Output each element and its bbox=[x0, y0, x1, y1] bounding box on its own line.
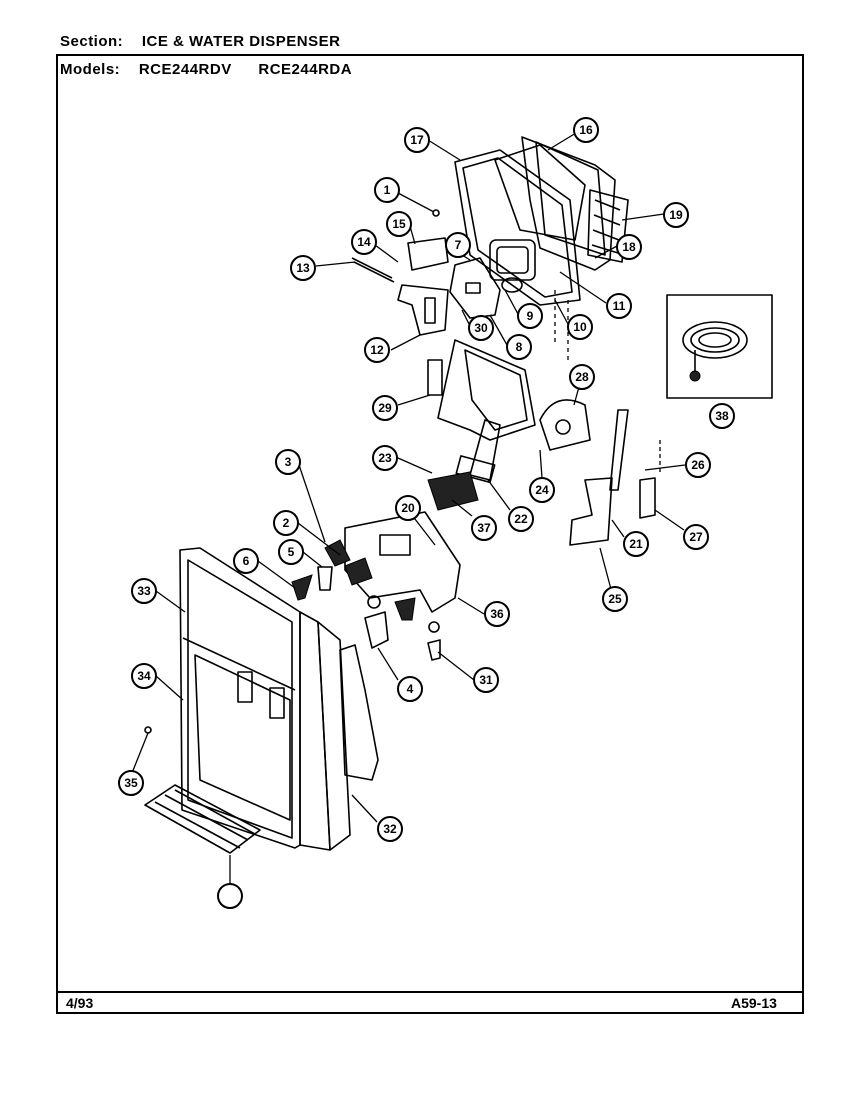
callout-35: 35 bbox=[118, 770, 144, 796]
callout-19: 19 bbox=[663, 202, 689, 228]
svg-text:23: 23 bbox=[378, 451, 392, 465]
svg-text:16: 16 bbox=[579, 123, 593, 137]
footer-date: 4/93 bbox=[66, 995, 94, 1011]
svg-text:18: 18 bbox=[622, 240, 636, 254]
callout-4: 4 bbox=[397, 676, 423, 702]
svg-text:31: 31 bbox=[479, 673, 493, 687]
svg-text:30: 30 bbox=[474, 321, 488, 335]
callout-36 bbox=[217, 883, 243, 909]
section-title: ICE & WATER DISPENSER bbox=[141, 33, 341, 50]
callout-21: 21 bbox=[623, 531, 649, 557]
callout-18: 18 bbox=[616, 234, 642, 260]
callout-8: 8 bbox=[506, 334, 532, 360]
callout-17: 17 bbox=[404, 127, 430, 153]
svg-text:21: 21 bbox=[629, 537, 643, 551]
svg-text:6: 6 bbox=[243, 554, 250, 568]
callout-28: 28 bbox=[569, 364, 595, 390]
svg-text:12: 12 bbox=[370, 343, 384, 357]
callout-14: 14 bbox=[351, 229, 377, 255]
svg-text:1: 1 bbox=[384, 183, 391, 197]
ice-housing-assembly bbox=[351, 136, 629, 360]
model-number-1: RCE244RDV bbox=[138, 61, 232, 78]
callout-34: 34 bbox=[131, 663, 157, 689]
svg-text:28: 28 bbox=[575, 370, 589, 384]
footer-divider bbox=[56, 991, 804, 993]
callout-27: 27 bbox=[683, 524, 709, 550]
svg-text:35: 35 bbox=[124, 776, 138, 790]
callout-30: 30 bbox=[468, 315, 494, 341]
svg-text:33: 33 bbox=[137, 584, 151, 598]
callout-33: 33 bbox=[131, 578, 157, 604]
svg-text:17: 17 bbox=[410, 133, 424, 147]
svg-text:3: 3 bbox=[285, 455, 292, 469]
svg-text:11: 11 bbox=[613, 299, 626, 313]
model-number-2: RCE244RDA bbox=[258, 61, 353, 78]
callout-20: 20 bbox=[395, 495, 421, 521]
callout-29: 29 bbox=[372, 395, 398, 421]
callouts: 17 16 1 19 15 14 7 13 18 11 9 10 30 8 12… bbox=[118, 117, 735, 909]
callout-6: 6 bbox=[233, 548, 259, 574]
svg-text:20: 20 bbox=[401, 501, 415, 515]
svg-text:36: 36 bbox=[490, 607, 504, 621]
callout-2: 2 bbox=[273, 510, 299, 536]
svg-text:13: 13 bbox=[296, 261, 310, 275]
models-label: Models: bbox=[60, 61, 121, 78]
callout-37: 37 bbox=[471, 515, 497, 541]
svg-text:15: 15 bbox=[392, 217, 406, 231]
callout-31: 31 bbox=[473, 667, 499, 693]
svg-text:9: 9 bbox=[527, 309, 534, 323]
callout-12: 12 bbox=[364, 337, 390, 363]
callout-22: 22 bbox=[508, 506, 534, 532]
callout-13: 13 bbox=[290, 255, 316, 281]
svg-text:19: 19 bbox=[669, 208, 683, 222]
svg-text:25: 25 bbox=[608, 592, 622, 606]
callout-11: 11 bbox=[606, 293, 632, 319]
callout-26: 26 bbox=[685, 452, 711, 478]
svg-text:27: 27 bbox=[689, 530, 703, 544]
callout-15: 15 bbox=[386, 211, 412, 237]
svg-text:37: 37 bbox=[477, 521, 491, 535]
svg-text:29: 29 bbox=[378, 401, 392, 415]
callout-5: 5 bbox=[278, 539, 304, 565]
section-label: Section: bbox=[60, 33, 124, 50]
svg-text:32: 32 bbox=[383, 822, 397, 836]
callout-25: 25 bbox=[602, 586, 628, 612]
callout-1: 1 bbox=[374, 177, 400, 203]
callout-10: 10 bbox=[567, 314, 593, 340]
svg-text:34: 34 bbox=[137, 669, 151, 683]
callout-7: 7 bbox=[445, 232, 471, 258]
callout-24: 24 bbox=[529, 477, 555, 503]
chute-actuator-assembly bbox=[427, 339, 661, 546]
svg-text:26: 26 bbox=[691, 458, 705, 472]
svg-text:14: 14 bbox=[357, 235, 371, 249]
callout-32: 32 bbox=[377, 816, 403, 842]
footer-page-code: A59-13 bbox=[731, 995, 777, 1011]
svg-text:24: 24 bbox=[535, 483, 549, 497]
diagram-frame bbox=[56, 54, 804, 1014]
callout-39: 36 bbox=[484, 601, 510, 627]
svg-text:10: 10 bbox=[573, 320, 587, 334]
svg-text:5: 5 bbox=[288, 545, 295, 559]
svg-text:8: 8 bbox=[516, 340, 523, 354]
callout-3: 3 bbox=[275, 449, 301, 475]
section-header: Section: ICE & WATER DISPENSER bbox=[60, 33, 340, 50]
svg-text:2: 2 bbox=[283, 516, 290, 530]
models-header: Models: RCE244RDV RCE244RDA bbox=[60, 61, 374, 78]
callout-9: 9 bbox=[517, 303, 543, 329]
inset-part-38 bbox=[666, 294, 773, 399]
svg-text:7: 7 bbox=[455, 238, 462, 252]
dispenser-housing-assembly bbox=[144, 511, 461, 854]
callout-23: 23 bbox=[372, 445, 398, 471]
svg-text:22: 22 bbox=[514, 512, 528, 526]
callout-16: 16 bbox=[573, 117, 599, 143]
svg-text:4: 4 bbox=[407, 682, 414, 696]
callout-38: 38 bbox=[709, 403, 735, 429]
svg-text:38: 38 bbox=[715, 409, 729, 423]
